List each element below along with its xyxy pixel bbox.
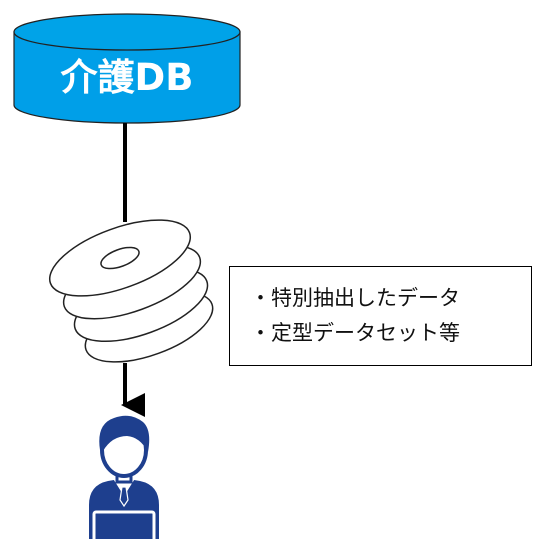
database-cylinder: 介護DB — [13, 13, 241, 124]
dataset-description-box: ・特別抽出したデータ ・定型データセット等 — [229, 266, 532, 366]
dataset-description-line-2: ・定型データセット等 — [250, 321, 460, 345]
disc-stack-icon — [48, 219, 214, 363]
dataset-description-line-1: ・特別抽出したデータ — [250, 286, 460, 310]
user-at-laptop-icon — [89, 415, 159, 539]
database-label: 介護DB — [61, 56, 194, 99]
